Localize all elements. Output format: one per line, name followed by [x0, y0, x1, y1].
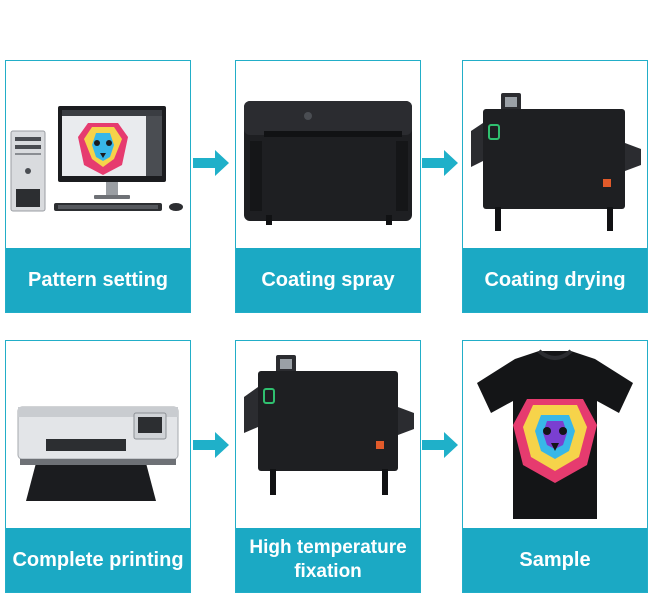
arrow-right-icon — [422, 148, 460, 178]
printer-icon — [6, 341, 190, 528]
step-card-pattern-setting: Pattern setting — [5, 60, 191, 313]
computer-icon — [6, 61, 190, 248]
dryer-machine-icon — [236, 341, 420, 528]
tshirt-icon — [463, 341, 647, 528]
arrow-right-icon — [193, 430, 231, 460]
dryer-machine-icon — [463, 61, 647, 248]
step-card-complete-printing: Complete printing — [5, 340, 191, 593]
step-label: Complete printing — [6, 528, 190, 592]
arrow-right-icon — [193, 148, 231, 178]
step-label: High temperature fixation — [236, 528, 420, 592]
step-card-sample: Sample — [462, 340, 648, 593]
step-label: Coating spray — [236, 248, 420, 312]
arrow-right-icon — [422, 430, 460, 460]
step-label: Sample — [463, 528, 647, 592]
step-label: Coating drying — [463, 248, 647, 312]
step-card-coating-drying: Coating drying — [462, 60, 648, 313]
step-card-coating-spray: Coating spray — [235, 60, 421, 313]
step-card-high-temperature-fixation: High temperature fixation — [235, 340, 421, 593]
step-label: Pattern setting — [6, 248, 190, 312]
spray-machine-icon — [236, 61, 420, 248]
